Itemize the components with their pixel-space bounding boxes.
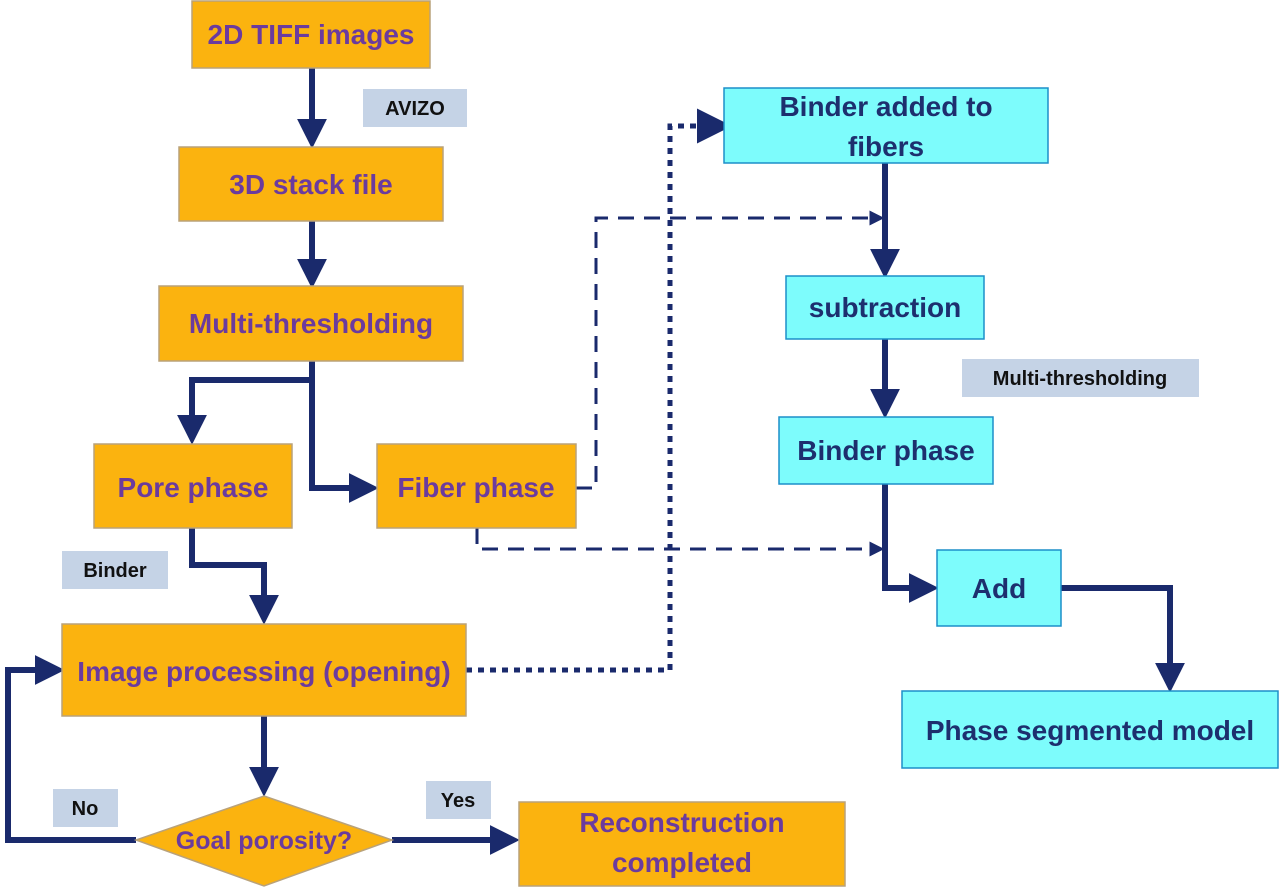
node-subtraction: subtraction <box>785 275 985 340</box>
label-no: No <box>53 789 118 827</box>
node-binder-added-to-fibers: Binder added to fibers <box>723 87 1049 164</box>
arrow-goal-loop-no <box>5 655 136 843</box>
node-3d-stack-file-text: 3D stack file <box>229 169 392 200</box>
arrow-pore-to-imgproc <box>189 528 279 625</box>
label-multi-thresholding-right-text: Multi-thresholding <box>993 368 1167 390</box>
node-binder-added-line1: Binder added to <box>779 91 992 122</box>
node-binder-phase: Binder phase <box>778 416 994 485</box>
dotted-imgproc-to-binder-added <box>466 108 732 673</box>
label-yes: Yes <box>426 781 491 819</box>
node-subtraction-text: subtraction <box>809 292 961 323</box>
node-fiber-phase-text: Fiber phase <box>397 472 554 503</box>
node-binder-added-line2: fibers <box>848 131 924 162</box>
label-avizo: AVIZO <box>363 89 467 127</box>
node-image-processing: Image processing (opening) <box>61 623 467 717</box>
node-reconstruction-line2: completed <box>612 847 752 878</box>
arrow-multi-to-fiber <box>309 361 379 503</box>
label-avizo-text: AVIZO <box>385 98 445 120</box>
arrow-add-to-segmented <box>1060 585 1185 693</box>
node-3d-stack-file: 3D stack file <box>178 146 444 222</box>
label-yes-text: Yes <box>441 790 475 812</box>
node-add-text: Add <box>972 573 1026 604</box>
dashed-fiber-to-subtraction <box>576 210 885 490</box>
label-no-text: No <box>72 798 99 820</box>
node-pore-phase-text: Pore phase <box>118 472 269 503</box>
node-multi-thresholding-text: Multi-thresholding <box>189 308 433 339</box>
node-multi-thresholding: Multi-thresholding <box>158 285 464 362</box>
label-multi-thresholding-right: Multi-thresholding <box>962 359 1199 397</box>
arrow-multi-to-pore <box>177 361 315 445</box>
node-reconstruction-line1: Reconstruction <box>579 807 784 838</box>
node-goal-porosity: Goal porosity? <box>133 795 395 887</box>
node-fiber-phase: Fiber phase <box>376 443 577 529</box>
node-phase-segmented-model: Phase segmented model <box>901 690 1279 769</box>
node-2d-tiff-images-text: 2D TIFF images <box>208 19 415 50</box>
node-pore-phase: Pore phase <box>93 443 293 529</box>
node-image-processing-text: Image processing (opening) <box>77 656 450 687</box>
node-goal-porosity-text: Goal porosity? <box>176 827 352 855</box>
label-binder: Binder <box>62 551 168 589</box>
dashed-fiber-to-add <box>475 528 885 557</box>
node-add: Add <box>936 549 1062 627</box>
arrow-binder-phase-to-add <box>882 484 939 603</box>
node-reconstruction-completed: Reconstruction completed <box>518 801 846 887</box>
label-binder-text: Binder <box>83 560 147 582</box>
node-phase-segmented-model-text: Phase segmented model <box>926 715 1254 746</box>
node-2d-tiff-images: 2D TIFF images <box>191 0 431 69</box>
node-binder-phase-text: Binder phase <box>797 435 974 466</box>
